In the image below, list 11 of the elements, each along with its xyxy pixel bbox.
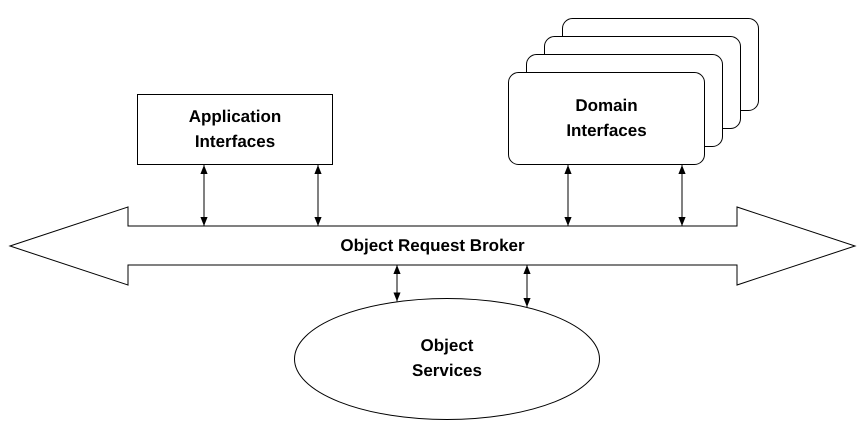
node-label: Object Request Broker [340, 234, 525, 257]
double-arrow [314, 164, 322, 226]
node-label: Domain Interfaces [565, 94, 648, 142]
double-arrow [678, 164, 686, 226]
double-arrow [523, 264, 531, 308]
node-label: Application Interfaces [188, 106, 282, 152]
double-arrow [564, 164, 572, 226]
interface-box [137, 94, 333, 165]
double-arrow [200, 164, 208, 226]
double-arrow [393, 264, 401, 302]
node-label: Object Services [411, 335, 483, 382]
